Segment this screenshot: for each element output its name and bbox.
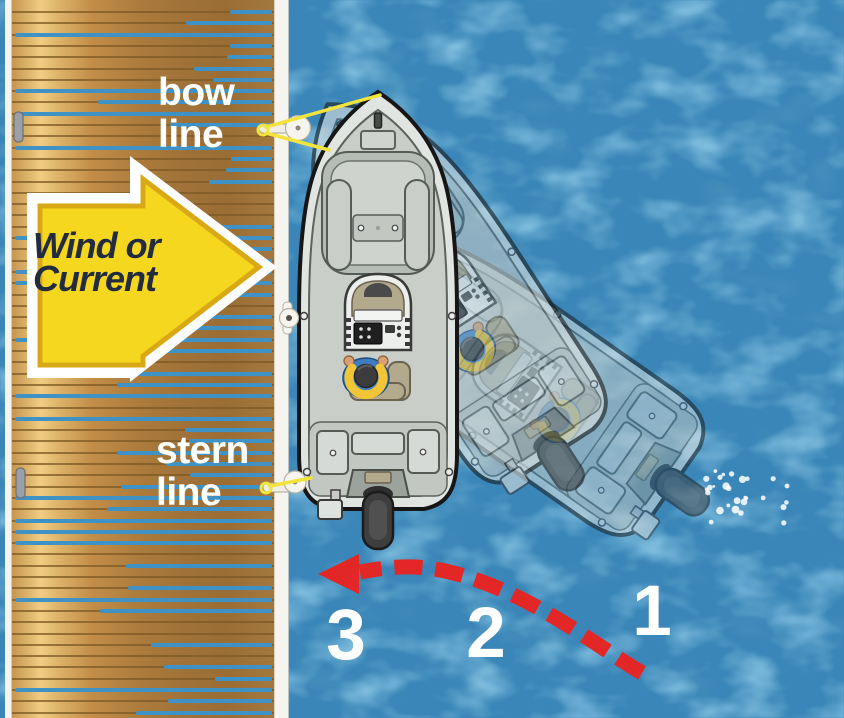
wind-current-arrow-icon — [27, 156, 277, 382]
bow-line-rope — [256, 93, 382, 152]
boat-position-3 — [299, 92, 457, 549]
dock-cleat-far-stern — [15, 467, 26, 499]
stern-line-label: stern line — [156, 429, 249, 515]
dock-edge-left — [5, 0, 12, 718]
wind-current-label: Wind or Current — [33, 225, 161, 299]
step-number-1: 1 — [632, 572, 672, 651]
dock-cleat-far-bow — [13, 111, 24, 143]
step-number-3: 3 — [326, 596, 366, 675]
approach-path-arrow-icon — [318, 554, 646, 680]
dock-cleat-mid — [278, 301, 300, 335]
bow-line-label: bow line — [158, 71, 235, 157]
stern-line-rope — [259, 476, 313, 495]
step-number-2: 2 — [466, 594, 506, 673]
dock-edge-right — [274, 0, 289, 718]
prop-wash-bubbles — [703, 469, 790, 526]
